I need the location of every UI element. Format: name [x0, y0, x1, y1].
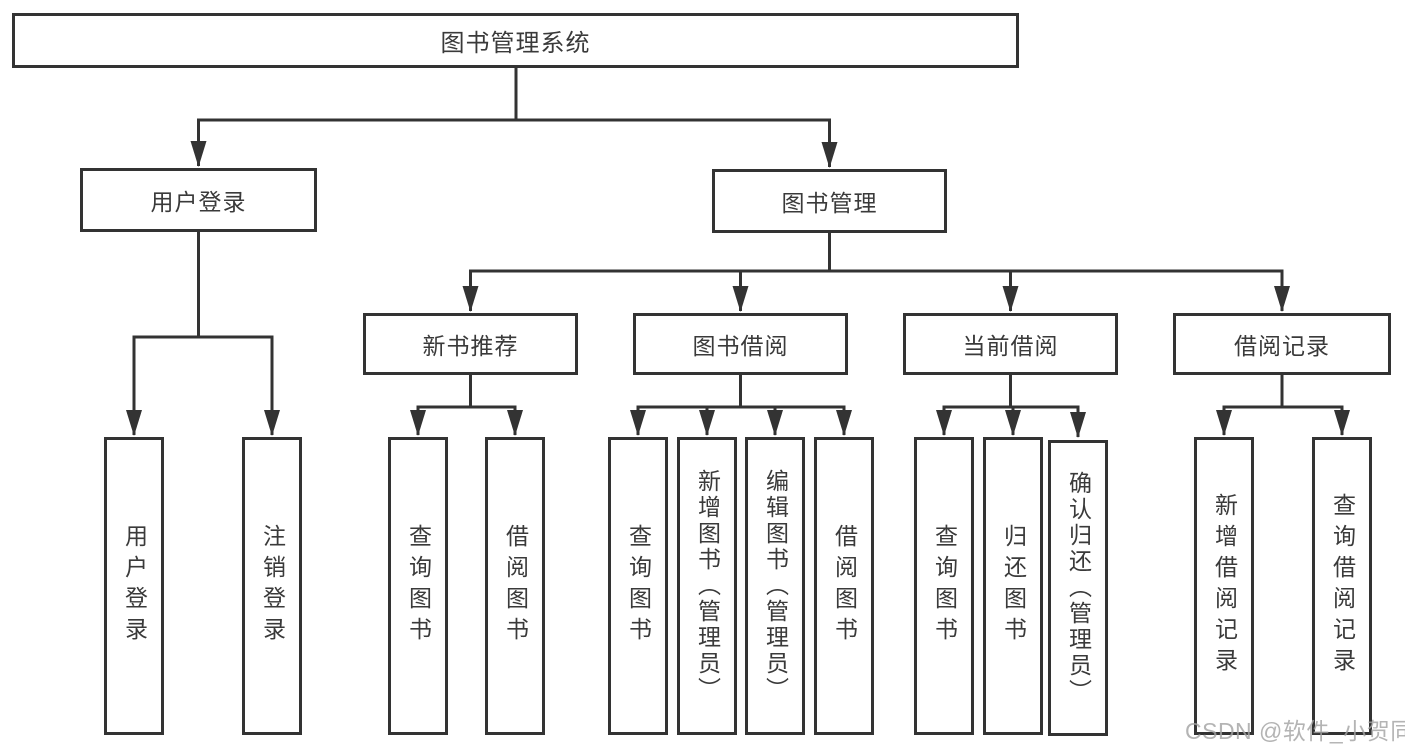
leaf-query-borrow-record: 查询借阅记录	[1312, 437, 1372, 735]
leaf-borrow-books-recommend: 借阅图书	[485, 437, 545, 735]
leaf-query-books-borrow: 查询图书	[608, 437, 668, 735]
leaf-query-books-current: 查询图书	[914, 437, 974, 735]
leaf-add-borrow-record: 新增借阅记录	[1194, 437, 1254, 735]
node-borrowing-records: 借阅记录	[1173, 313, 1391, 375]
node-book-borrowing: 图书借阅	[633, 313, 848, 375]
leaf-user-login: 用户登录	[104, 437, 164, 735]
leaf-edit-book-admin: 编辑图书（管理员）	[745, 437, 805, 735]
leaf-logout: 注销登录	[242, 437, 302, 735]
leaf-borrow-books: 借阅图书	[814, 437, 874, 735]
leaf-add-book-admin: 新增图书（管理员）	[677, 437, 737, 735]
node-book-management: 图书管理	[712, 169, 947, 233]
leaf-return-book: 归还图书	[983, 437, 1043, 735]
node-current-borrowing: 当前借阅	[903, 313, 1118, 375]
node-new-book-recommendation: 新书推荐	[363, 313, 578, 375]
node-library-system: 图书管理系统	[12, 13, 1019, 68]
leaf-query-books-recommend: 查询图书	[388, 437, 448, 735]
node-user-login: 用户登录	[80, 168, 317, 232]
watermark: CSDN @软件_小贺同学	[1185, 718, 1405, 744]
leaf-confirm-return-admin: 确认归还（管理员）	[1048, 440, 1108, 736]
